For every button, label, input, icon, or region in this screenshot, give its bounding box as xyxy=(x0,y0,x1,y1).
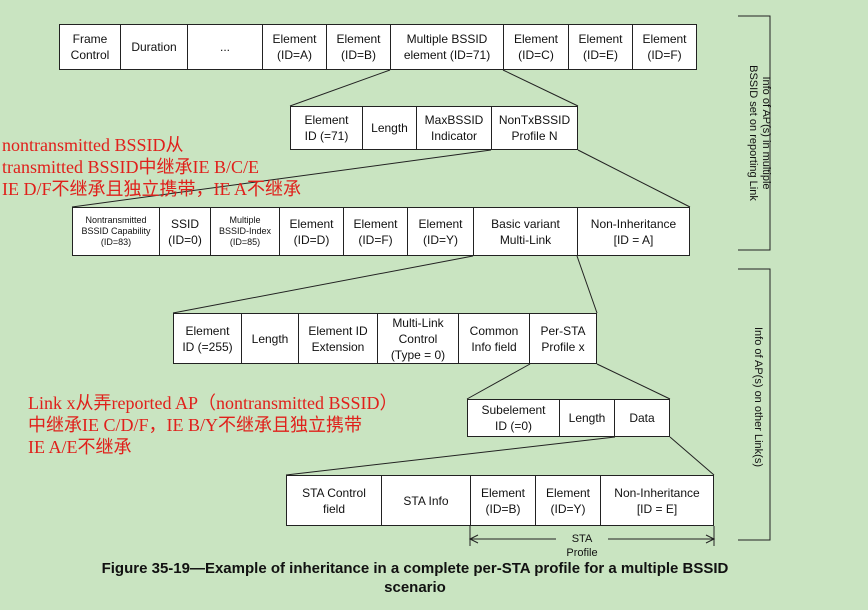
data-field: Data xyxy=(614,399,670,437)
element-c: Element (ID=C) xyxy=(503,24,569,70)
element-id-255: Element ID (=255) xyxy=(173,313,242,364)
per-sta-profile-x: Per-STA Profile x xyxy=(529,313,597,364)
element-id-extension: Element ID Extension xyxy=(298,313,378,364)
element-b-row6: Element (ID=B) xyxy=(470,475,536,526)
ssid-field: SSID (ID=0) xyxy=(159,207,211,256)
length-field: Length xyxy=(362,106,417,150)
element-y: Element (ID=Y) xyxy=(407,207,474,256)
multi-link-control: Multi-Link Control (Type = 0) xyxy=(377,313,459,364)
side-label-reporting-link: Info of AP(s) in multiple BSSID set on r… xyxy=(747,65,772,201)
ellipsis-field: ... xyxy=(187,24,263,70)
annotation-lower: Link x从弄reported AP（nontransmitted BSSID… xyxy=(28,393,398,457)
nontransmitted-bssid-capability: Nontransmitted BSSID Capability (ID=83) xyxy=(72,207,160,256)
element-a: Element (ID=A) xyxy=(262,24,327,70)
frame-control-field: Frame Control xyxy=(59,24,121,70)
basic-variant-multi-link: Basic variant Multi-Link xyxy=(473,207,578,256)
element-f: Element (ID=F) xyxy=(632,24,697,70)
length-field-row4: Length xyxy=(241,313,299,364)
annotation-upper: nontransmitted BSSID从 transmitted BSSID中… xyxy=(2,135,301,199)
nontxbssid-profile-n: NonTxBSSID Profile N xyxy=(491,106,578,150)
multiple-bssid-index: Multiple BSSID-Index (ID=85) xyxy=(210,207,280,256)
sta-control-field: STA Control field xyxy=(286,475,382,526)
element-id-71: Element ID (=71) xyxy=(290,106,363,150)
non-inheritance-a: Non-Inheritance [ID = A] xyxy=(577,207,690,256)
common-info-field: Common Info field xyxy=(458,313,530,364)
element-y-row6: Element (ID=Y) xyxy=(535,475,601,526)
sta-info: STA Info xyxy=(381,475,471,526)
element-e: Element (ID=E) xyxy=(568,24,633,70)
multiple-bssid-element: Multiple BSSID element (ID=71) xyxy=(390,24,504,70)
element-b: Element (ID=B) xyxy=(326,24,391,70)
maxbssid-indicator: MaxBSSID Indicator xyxy=(416,106,492,150)
duration-field: Duration xyxy=(120,24,188,70)
sta-profile-label: STA Profile xyxy=(556,532,608,560)
non-inheritance-e: Non-Inheritance [ID = E] xyxy=(600,475,714,526)
length-field-row5: Length xyxy=(559,399,615,437)
subelement-id-0: Subelement ID (=0) xyxy=(467,399,560,437)
side-label-other-links: Info of AP(s) on other Link(s) xyxy=(752,326,764,467)
element-f-row3: Element (ID=F) xyxy=(343,207,408,256)
figure-caption: Figure 35-19—Example of inheritance in a… xyxy=(101,560,729,596)
element-d: Element (ID=D) xyxy=(279,207,344,256)
